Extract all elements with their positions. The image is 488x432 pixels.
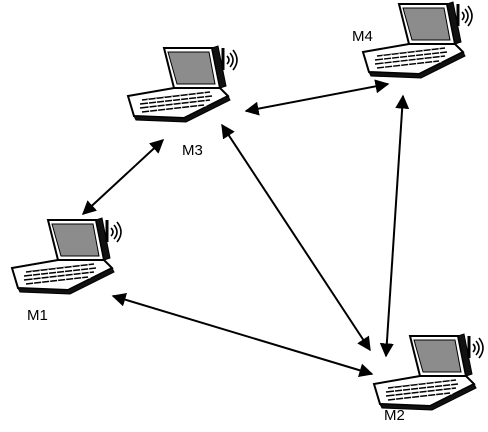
node-m2: M2 [372,332,485,424]
node-label-m4: M4 [352,28,373,45]
node-label-m3: M3 [182,142,203,159]
laptop-wireless-icon [372,332,485,412]
link-m4-m2 [379,94,410,358]
link-m3-m2 [221,123,371,352]
link-m1-m3 [81,139,165,215]
node-m4: M4 [352,0,474,80]
laptop-wireless-icon [361,0,474,80]
link-m3-m4 [244,79,390,116]
link-m1-m2 [111,292,374,378]
links [81,79,410,378]
laptop-wireless-icon [126,44,239,124]
node-label-m1: M1 [27,307,48,324]
node-label-m2: M2 [384,407,405,424]
node-m1: M1 [10,216,123,324]
node-m3: M3 [126,44,239,159]
laptop-wireless-icon [10,216,123,296]
